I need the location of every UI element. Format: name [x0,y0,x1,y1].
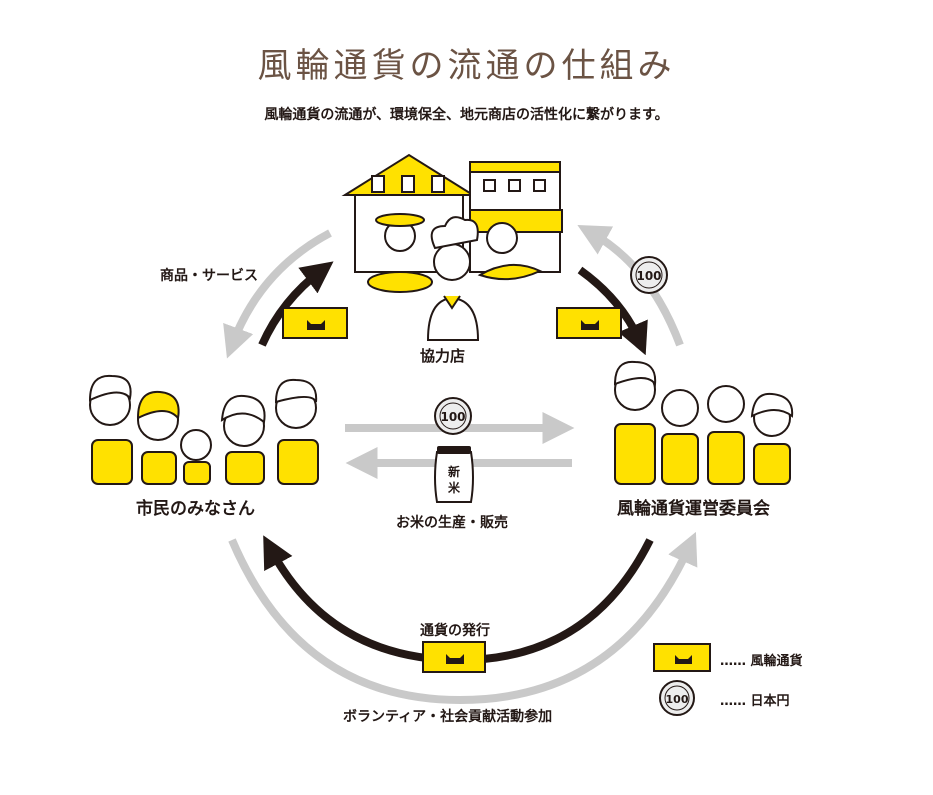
page-title: 風輪通貨の流通の仕組み [257,46,676,86]
committee-illustration [613,360,794,485]
goods-services-label: 商品・サービス [160,268,258,284]
rice-bag-label-bottom: 米 [448,480,461,495]
yen-coin-middle: 100 [434,397,472,435]
currency-arrow-down [577,266,648,356]
legend-yen-label: …… 日本円 [720,694,790,709]
svg-text:100: 100 [666,693,689,706]
page-subtitle: 風輪通貨の流通が、環境保全、地元商店の活性化に繋がります。 [264,107,669,123]
committee-label: 風輪通貨運営委員会 [617,499,770,519]
legend-currency-label: …… 風輪通貨 [720,654,803,669]
svg-text:100: 100 [440,410,465,424]
currency-arrow-up [258,261,334,347]
goods-arrow-gray [223,229,332,359]
issuance-label: 通貨の発行 [420,623,490,639]
svg-text:100: 100 [636,269,661,283]
yen-coin-legend: 100 [659,680,695,716]
shops-illustration [341,153,563,341]
shops-label: 協力店 [420,347,466,365]
legend-currency-icon [653,643,711,672]
currency-note-bottom [422,641,486,673]
citizens-label: 市民のみなさん [136,499,255,519]
rice-label: お米の生産・販売 [396,515,508,531]
yen-coin-top: 100 [630,256,668,294]
currency-note-right [556,307,622,339]
citizens-illustration [88,374,319,485]
volunteer-label: ボランティア・社会貢献活動参加 [343,709,553,725]
rice-bag-icon: 新 米 [434,446,474,503]
volunteer-arrow-gray [228,531,698,705]
currency-note-left [282,307,348,339]
rice-bag-label-top: 新 [448,464,460,479]
